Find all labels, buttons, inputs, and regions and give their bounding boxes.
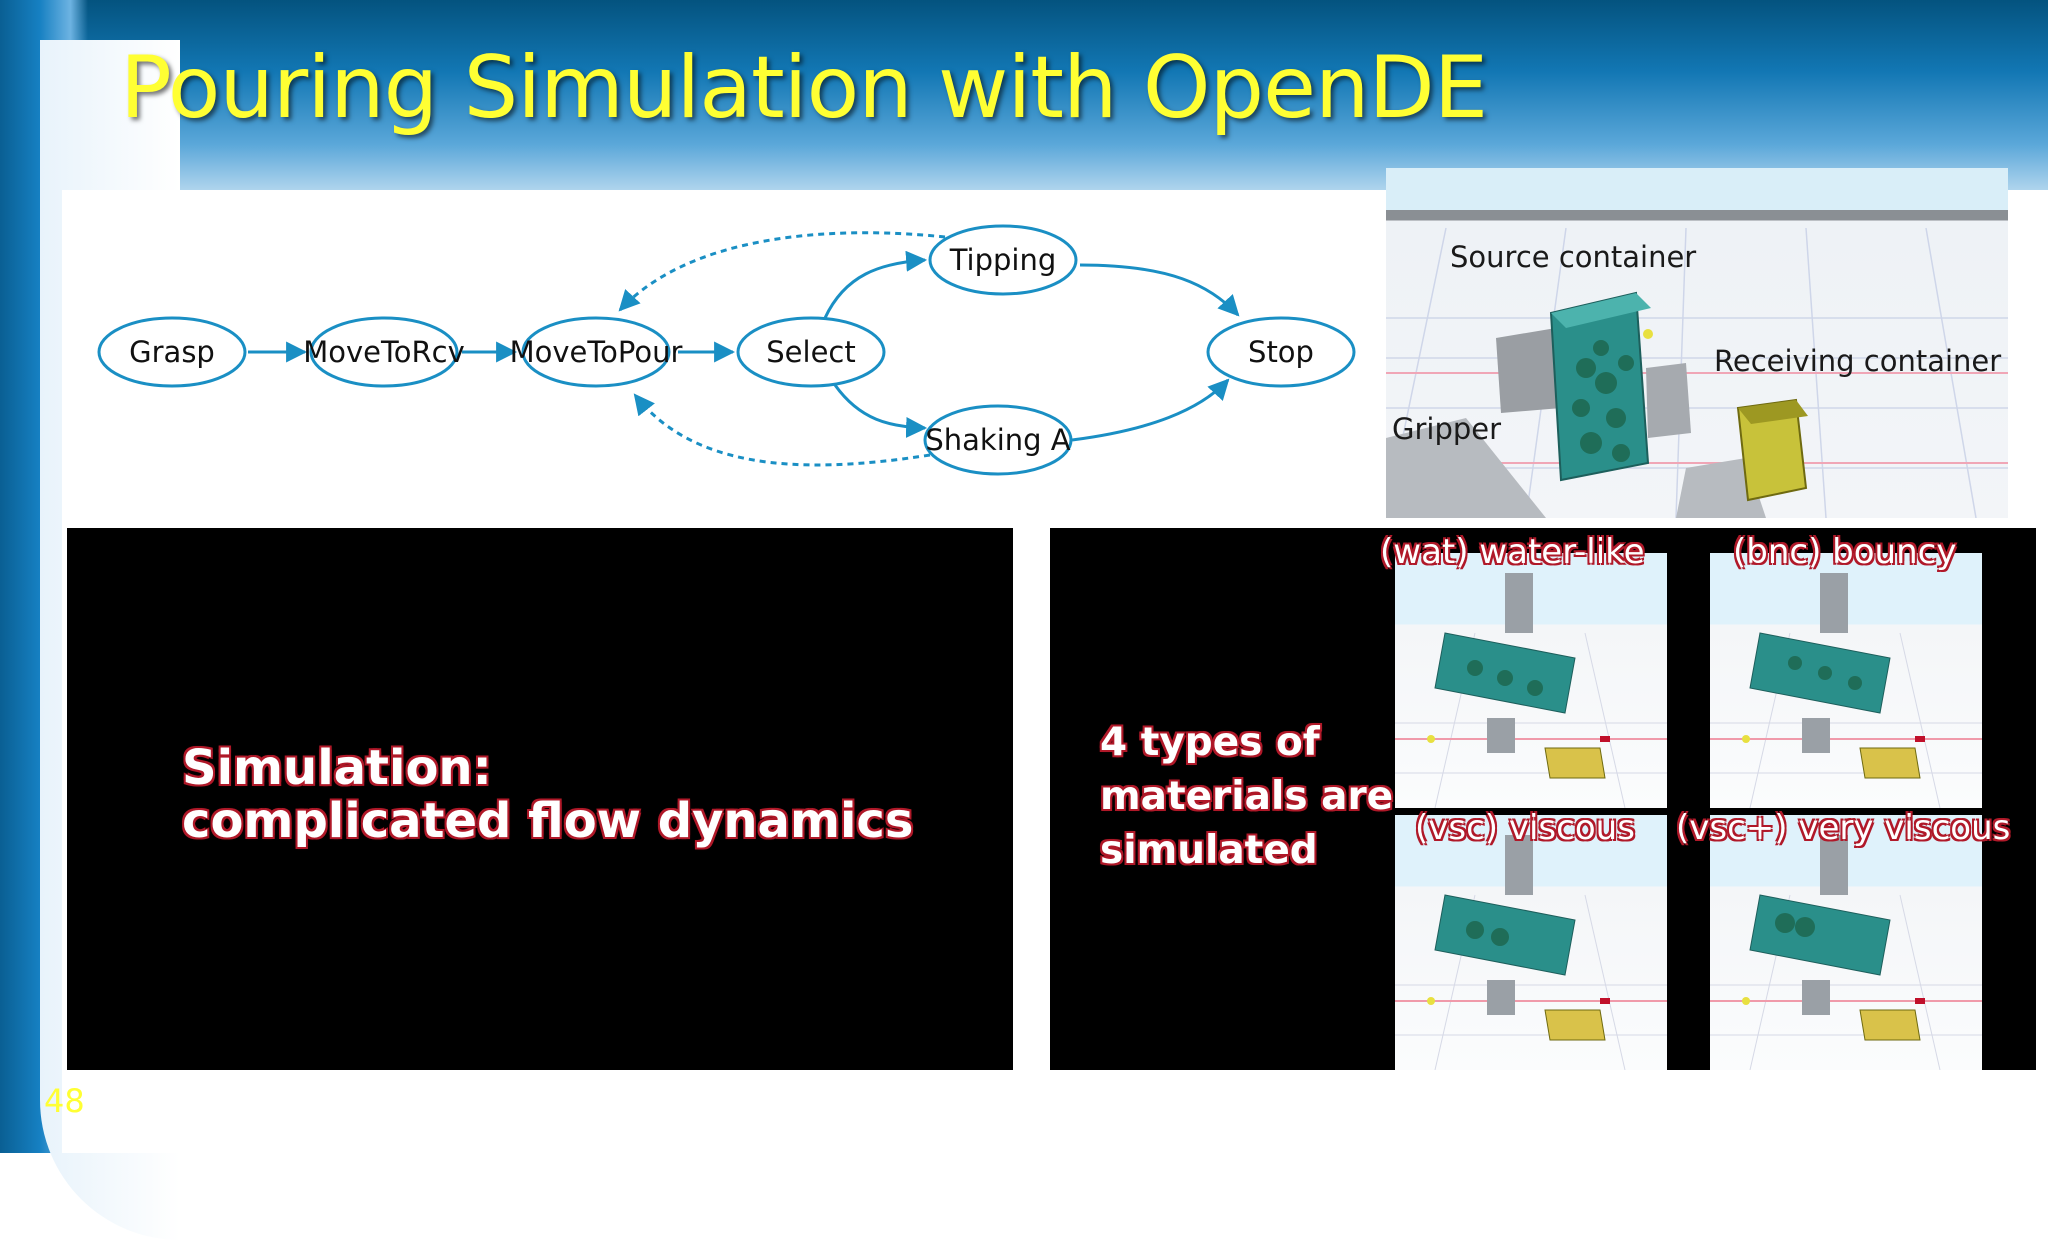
video-caption-line2: complicated flow dynamics: [182, 793, 914, 849]
video-caption-line1: Simulation:: [182, 740, 492, 796]
thumbnail-water-like: [1395, 553, 1667, 808]
node-stop: Stop: [1206, 316, 1356, 388]
thumbnail-label-water-like: (wat) water-like: [1380, 532, 1645, 572]
svg-text:Select: Select: [766, 335, 855, 369]
thumbnail-label-viscous: (vsc) viscous: [1415, 808, 1635, 848]
thumbnail-scene: [1395, 835, 1667, 1070]
edge-select-tipping: [823, 250, 928, 319]
svg-text:MoveToRcv: MoveToRcv: [303, 335, 465, 369]
edge-tipping-pour-dashed: [618, 231, 946, 312]
edge-shaking-pour-dashed: [633, 393, 931, 467]
thumbnail-scene: [1710, 835, 1982, 1070]
materials-caption-line2: materials are: [1100, 774, 1394, 819]
edge-shaking-stop: [1071, 378, 1230, 442]
scene-graphics: [1386, 227, 2008, 518]
svg-text:Grasp: Grasp: [129, 335, 215, 369]
svg-text:Tipping: Tipping: [949, 243, 1057, 277]
slide-number: 48: [44, 1082, 85, 1120]
svg-text:Stop: Stop: [1248, 335, 1314, 369]
svg-text:MoveToPour: MoveToPour: [510, 335, 683, 369]
video-panel-flow-dynamics[interactable]: Simulation: complicated flow dynamics: [67, 528, 1013, 1070]
node-move-to-pour: MoveToPour: [510, 316, 683, 388]
node-tipping: Tipping: [928, 224, 1078, 296]
gripper-label: Gripper: [1392, 412, 1502, 446]
thumbnail-label-bouncy: (bnc) bouncy: [1733, 532, 1957, 572]
thumbnail-viscous: [1395, 815, 1667, 1070]
thumbnail-very-viscous: [1710, 815, 1982, 1070]
materials-caption-line3: simulated: [1100, 828, 1318, 873]
receiving-container-label: Receiving container: [1714, 344, 2002, 378]
video-panel-materials[interactable]: 4 types of materials are simulated: [1050, 528, 2036, 1070]
materials-caption-line1: 4 types of: [1100, 720, 1320, 765]
scene-screenshot: Source container Receiving container Gri…: [1386, 168, 2008, 518]
receiving-container: [1736, 398, 1808, 502]
edge-tipping-stop: [1079, 263, 1240, 317]
node-shaking: Shaking A: [923, 404, 1073, 476]
node-move-to-rcv: MoveToRcv: [303, 316, 465, 388]
thumbnail-scene: [1395, 573, 1667, 808]
thumbnail-bouncy: [1710, 553, 1982, 808]
edge-select-shaking: [833, 384, 928, 438]
source-container-label: Source container: [1450, 240, 1697, 274]
state-diagram: Grasp MoveToRcv MoveToPour Select Tippin…: [97, 224, 1356, 476]
node-grasp: Grasp: [97, 316, 247, 388]
thumbnail-scene: [1710, 573, 1982, 808]
node-select: Select: [736, 316, 886, 388]
thumbnail-label-very-viscous: (vsc+) very viscous: [1676, 808, 2011, 848]
slide-title: Pouring Simulation with OpenDE: [120, 38, 1488, 138]
svg-text:Shaking A: Shaking A: [925, 423, 1070, 457]
